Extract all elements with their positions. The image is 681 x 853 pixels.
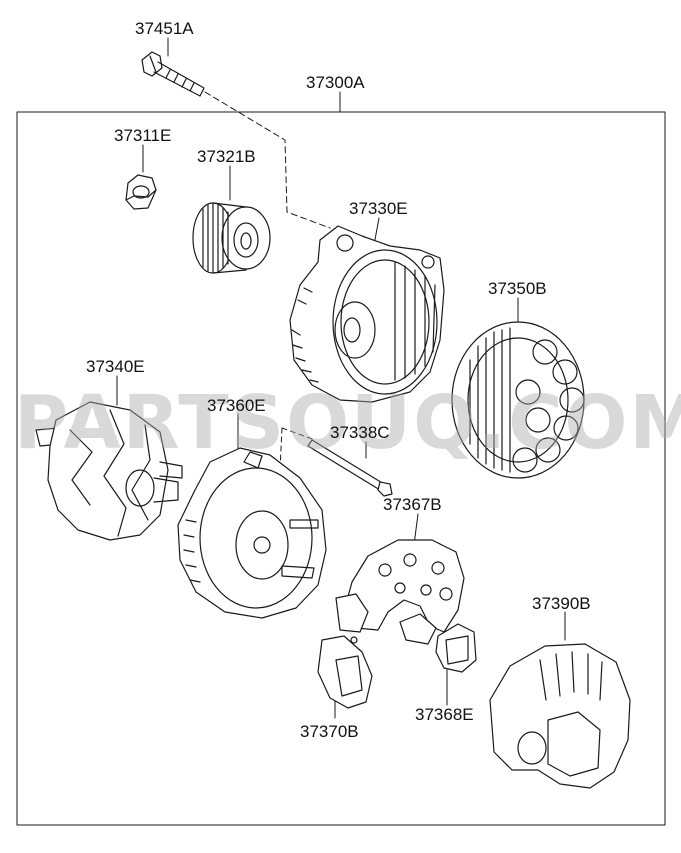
label-37338C: 37338C bbox=[330, 423, 390, 442]
rotor-part bbox=[35, 401, 183, 541]
nut-part bbox=[125, 174, 157, 210]
brush-holder-part bbox=[435, 623, 477, 673]
label-37311E: 37311E bbox=[114, 126, 172, 145]
label-37370B: 37370B bbox=[300, 722, 359, 741]
bolt-part bbox=[141, 51, 205, 97]
through-bolt-dashed-path bbox=[279, 427, 316, 471]
label-37340E: 37340E bbox=[86, 357, 145, 376]
rectifier-part bbox=[335, 539, 465, 645]
label-37360E: 37360E bbox=[207, 396, 266, 415]
rear-bracket-part bbox=[177, 447, 327, 619]
label-37368E: 37368E bbox=[415, 705, 474, 724]
pulley-part bbox=[192, 202, 271, 274]
label-assembly-37300A: 37300A bbox=[306, 73, 365, 92]
stator-part bbox=[451, 321, 585, 479]
label-37451A: 37451A bbox=[135, 19, 194, 38]
label-37330E: 37330E bbox=[349, 199, 408, 218]
front-bracket-part bbox=[289, 225, 445, 403]
label-37350B: 37350B bbox=[488, 279, 547, 298]
rear-cover-part bbox=[489, 643, 631, 789]
through-bolt-part bbox=[307, 439, 393, 497]
voltage-regulator-part bbox=[317, 635, 373, 709]
assembly-frame bbox=[16, 111, 666, 826]
label-37321B: 37321B bbox=[197, 147, 256, 166]
label-37367B: 37367B bbox=[383, 495, 442, 514]
label-37390B: 37390B bbox=[532, 594, 591, 613]
